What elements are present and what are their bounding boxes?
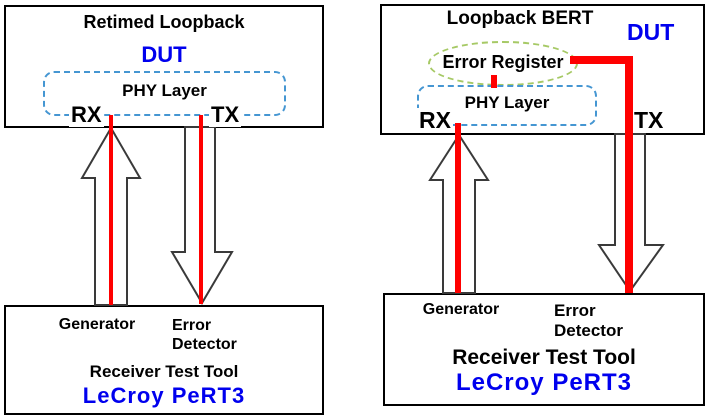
left-tx-label: TX bbox=[209, 102, 242, 127]
error-register-phy-tick bbox=[491, 75, 497, 88]
left-tx-signal-line bbox=[199, 115, 203, 304]
right-phy-label: PHY Layer bbox=[464, 93, 550, 112]
left-diagram-title: Retimed Loopback bbox=[83, 12, 245, 32]
left-rx-label: RX bbox=[69, 102, 104, 127]
right-tool-label: Receiver Test Tool bbox=[452, 346, 636, 369]
left-tester-box bbox=[4, 305, 324, 415]
left-rx-signal-line bbox=[109, 115, 113, 305]
left-generator-label: Generator bbox=[58, 316, 136, 333]
right-rx-signal-line bbox=[455, 123, 461, 293]
left-error-line: Error bbox=[172, 317, 212, 334]
left-dut-label: DUT bbox=[141, 42, 187, 67]
right-generator-label: Generator bbox=[422, 301, 500, 318]
right-brand-label: LeCroy PeRT3 bbox=[455, 369, 633, 396]
left-brand-label: LeCroy PeRT3 bbox=[82, 383, 246, 408]
right-tx-label: TX bbox=[634, 107, 664, 133]
tx-loopback-vertical-line bbox=[625, 56, 633, 293]
left-dut-box bbox=[4, 5, 324, 128]
right-dut-label: DUT bbox=[627, 19, 675, 45]
right-error-detector-label: Error Detector bbox=[554, 301, 623, 341]
right-detector-line: Detector bbox=[554, 321, 623, 340]
right-rx-label: RX bbox=[417, 107, 453, 133]
left-detector-line: Detector bbox=[172, 336, 237, 353]
left-phy-box bbox=[43, 71, 286, 116]
left-error-detector-label: Error Detector bbox=[172, 316, 237, 354]
right-tester-box bbox=[383, 293, 705, 406]
error-register-horizontal-line bbox=[570, 56, 633, 64]
right-diagram-title: Loopback BERT bbox=[446, 8, 594, 29]
right-phy-box bbox=[417, 85, 597, 126]
left-tool-label: Receiver Test Tool bbox=[89, 362, 239, 381]
error-register-label: Error Register bbox=[442, 52, 564, 72]
left-phy-label: PHY Layer bbox=[122, 81, 207, 100]
right-error-line: Error bbox=[554, 301, 596, 320]
